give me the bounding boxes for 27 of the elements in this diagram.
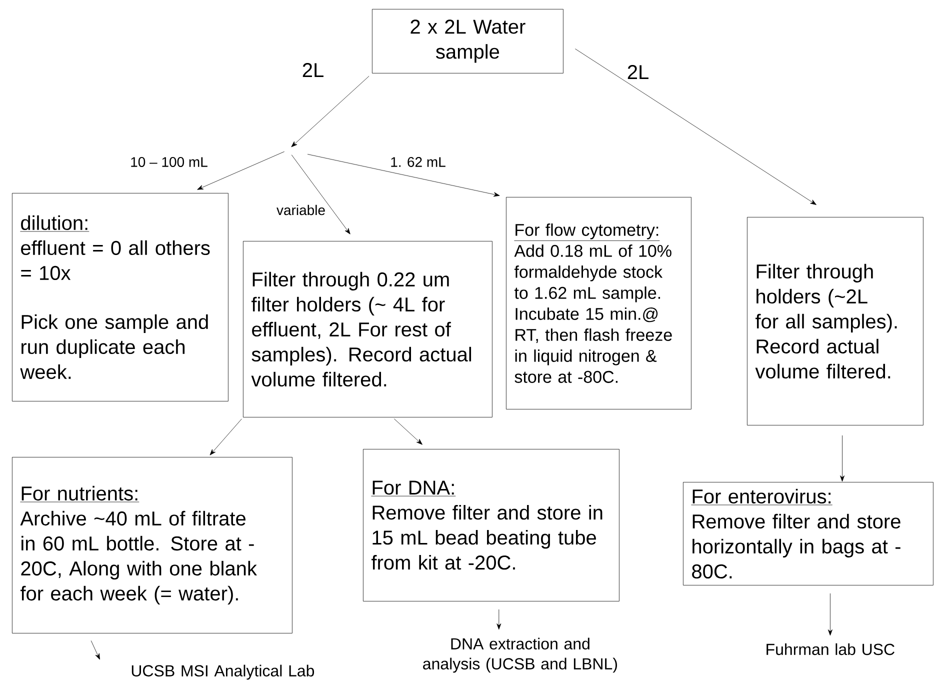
process-box: Filter through holders (~2L for all samples). Record actual volume filtered.	[747, 217, 924, 426]
arrow	[90, 640, 100, 660]
arrow	[291, 154, 350, 234]
arrow	[210, 418, 242, 456]
process-box: dilution: effluent = 0 all others = 10x Pick one sample and run duplicate each week.	[12, 193, 228, 402]
arrow	[828, 593, 832, 636]
arrow	[394, 418, 422, 445]
destination-text: Fuhrman lab USC	[766, 643, 894, 656]
edge-label: 2L	[300, 62, 326, 78]
edge-label: variable	[276, 204, 327, 216]
edge-label: 10 – 100 mL	[129, 156, 209, 168]
destination-text: UCSB MSI Analytical Lab	[132, 664, 314, 680]
process-box: Filter through 0.22 um filter holders (~ 4L for effluent, 2L For rest of samples). Record actual volume filtered.	[243, 241, 492, 418]
process-box: 2 x 2L Water sample	[372, 9, 564, 74]
arrow	[307, 154, 500, 197]
arrow	[291, 76, 370, 148]
arrow	[840, 435, 845, 482]
process-box: For enterovirus: Remove filter and store horizontally in bags at -80C.	[683, 482, 934, 586]
process-box: For flow cytometry: Add 0.18 mL of 10% formaldehyde stock to 1.62 mL sample. Incubate 15 min.@ RT, then flash freeze in liquid nitrogen & store at -80C.	[506, 197, 692, 410]
edge-label: 2L	[626, 64, 650, 80]
arrow	[574, 48, 816, 205]
destination-text: DNA extraction and analysis (UCSB and LBNL)	[423, 638, 617, 673]
process-box: For nutrients: Archive ~40 mL of filtrate in 60 mL bottle. Store at -20C, Along with one blank for each week (= water).	[12, 457, 292, 634]
edge-label: 1. 62 mL	[389, 156, 447, 168]
arrow	[496, 609, 502, 630]
process-box: For DNA: Remove filter and store in 15 mL bead beating tube from kit at -20C.	[363, 449, 620, 602]
arrow	[197, 151, 285, 190]
